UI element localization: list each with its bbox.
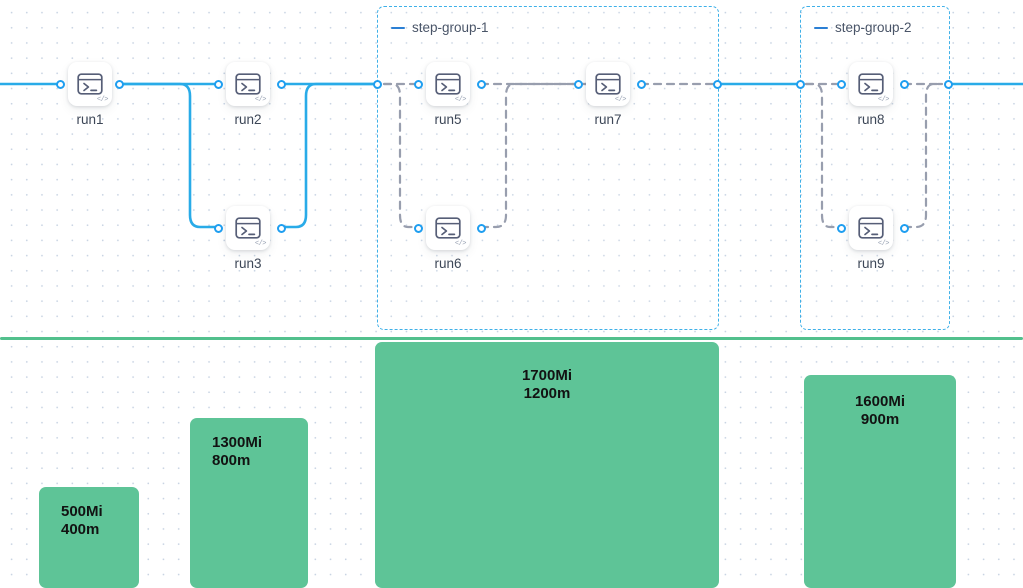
gateway-port-sg1-out[interactable] (713, 79, 722, 89)
node-run9-in-port[interactable] (837, 223, 846, 233)
code-badge-icon: </> (877, 240, 890, 248)
node-run2-card[interactable]: </> (226, 62, 270, 106)
node-run3-label: run3 (234, 256, 262, 271)
terminal-icon (435, 73, 461, 95)
code-badge-icon: </> (96, 96, 109, 104)
step-group-2-label-row: step-group-2 (814, 20, 912, 35)
code-badge-icon: </> (877, 96, 890, 104)
code-badge-icon: </> (254, 96, 267, 104)
resource-bar-run1-label: 500Mi 400m (61, 503, 103, 539)
code-badge-icon: </> (454, 96, 467, 104)
node-run2-out-port[interactable] (277, 79, 286, 89)
resource-bar-step-group-1-label: 1700Mi 1200m (521, 367, 573, 403)
node-run8-out-port[interactable] (900, 79, 909, 89)
resource-bar-run2-run3[interactable]: 1300Mi 800m (190, 418, 308, 588)
node-run6-out-port[interactable] (477, 223, 486, 233)
node-run6-in-port[interactable] (414, 223, 423, 233)
resource-bar-step-group-2[interactable]: 1600Mi 900m (804, 375, 956, 588)
resource-bar-step-group-1[interactable]: 1700Mi 1200m (375, 342, 719, 588)
code-badge-icon: </> (454, 240, 467, 248)
node-run7-label: run7 (594, 112, 622, 127)
node-run2-label: run2 (234, 112, 262, 127)
node-run5-label: run5 (434, 112, 462, 127)
node-run7-in-port[interactable] (574, 79, 583, 89)
node-run8-card[interactable]: </> (849, 62, 893, 106)
terminal-icon (235, 217, 261, 239)
node-run9-card[interactable]: </> (849, 206, 893, 250)
node-run5-in-port[interactable] (414, 79, 423, 89)
resource-bar-step-group-2-label: 1600Mi 900m (854, 393, 906, 429)
node-run1-in-port[interactable] (56, 79, 65, 89)
terminal-icon (858, 217, 884, 239)
step-group-1-label: step-group-1 (412, 20, 489, 35)
node-run7-card[interactable]: </> (586, 62, 630, 106)
code-badge-icon: </> (254, 240, 267, 248)
node-run1-out-port[interactable] (115, 79, 124, 89)
gateway-port-sg2-in[interactable] (796, 79, 805, 89)
resource-bar-run2-run3-label: 1300Mi 800m (212, 434, 263, 470)
terminal-icon (858, 73, 884, 95)
terminal-icon (435, 217, 461, 239)
edge-run1-run3 (120, 82, 220, 229)
step-group-2-box[interactable]: step-group-2 (800, 6, 950, 330)
node-run2-in-port[interactable] (214, 79, 223, 89)
node-run6-card[interactable]: </> (426, 206, 470, 250)
step-group-1-box[interactable]: step-group-1 (377, 6, 719, 330)
terminal-icon (595, 73, 621, 95)
node-run3-out-port[interactable] (277, 223, 286, 233)
node-run5-out-port[interactable] (477, 79, 486, 89)
gateway-port-sg2-out[interactable] (944, 79, 953, 89)
node-run7-out-port[interactable] (637, 79, 646, 89)
step-group-2-label: step-group-2 (835, 20, 912, 35)
terminal-icon (77, 73, 103, 95)
node-run3-in-port[interactable] (214, 223, 223, 233)
section-divider (0, 337, 1023, 341)
terminal-icon (235, 73, 261, 95)
step-group-1-label-row: step-group-1 (391, 20, 489, 35)
node-run1-card[interactable]: </> (68, 62, 112, 106)
minus-icon[interactable] (814, 26, 828, 29)
node-run3-card[interactable]: </> (226, 206, 270, 250)
edge-run3-gw (279, 82, 379, 229)
node-run9-label: run9 (857, 256, 885, 271)
node-run1-label: run1 (76, 112, 104, 127)
node-run6-label: run6 (434, 256, 462, 271)
gateway-port-sg1-in[interactable] (372, 79, 382, 89)
node-run5-card[interactable]: </> (426, 62, 470, 106)
minus-icon[interactable] (391, 26, 405, 29)
node-run8-label: run8 (857, 112, 885, 127)
node-run9-out-port[interactable] (900, 223, 909, 233)
node-run8-in-port[interactable] (837, 79, 846, 89)
resource-bar-run1[interactable]: 500Mi 400m (39, 487, 139, 588)
code-badge-icon: </> (614, 96, 627, 104)
